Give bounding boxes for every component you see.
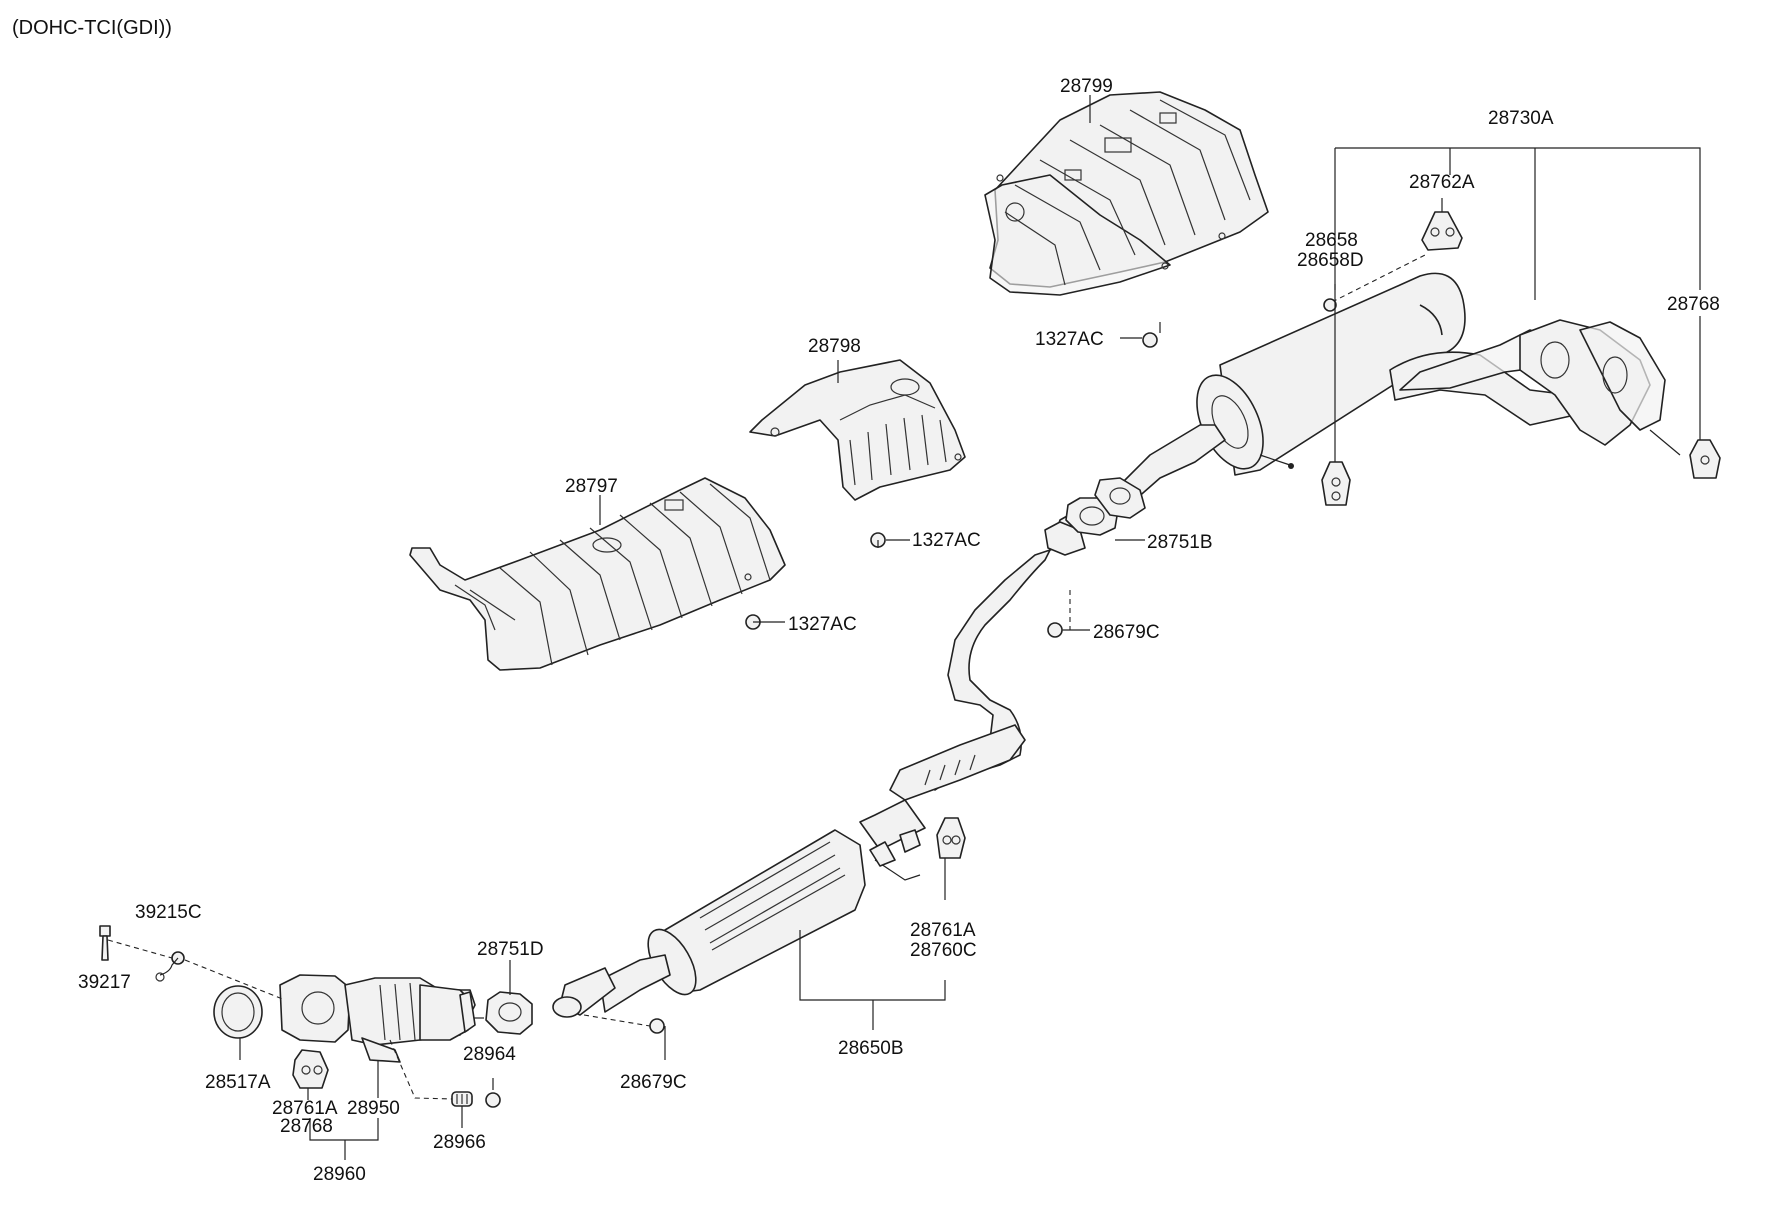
label-28799: 28799 xyxy=(1060,76,1113,97)
label-28751B: 28751B xyxy=(1147,532,1213,553)
center-pipe-28650B xyxy=(552,549,1051,1018)
label-28679C-b: 28679C xyxy=(620,1072,687,1093)
label-28679C-a: 28679C xyxy=(1093,622,1160,643)
flange-ring-28517A xyxy=(213,985,263,1039)
hanger-28762A xyxy=(1421,211,1463,251)
label-28960: 28960 xyxy=(313,1164,366,1185)
label-28761A-left: 28761A xyxy=(272,1098,338,1119)
rear-muffler-28730A xyxy=(1105,272,1681,507)
hanger-28658 xyxy=(1321,461,1351,506)
bolt-39217 xyxy=(99,925,111,961)
bolt-39215C xyxy=(155,951,185,982)
label-28658: 28658 xyxy=(1305,230,1358,251)
hanger-28768-top xyxy=(1689,439,1721,479)
sensor-28966 xyxy=(451,1091,473,1107)
label-28798: 28798 xyxy=(808,336,861,357)
label-28950: 28950 xyxy=(347,1098,400,1119)
nut-28679C-a xyxy=(1047,622,1063,638)
label-28650B: 28650B xyxy=(838,1038,904,1059)
nut-28679C-b xyxy=(649,1018,665,1034)
nut-1327AC-a xyxy=(1142,332,1158,348)
hanger-28761A-right xyxy=(936,817,966,859)
gasket-28751B-second xyxy=(1094,477,1146,519)
hanger-bolt-28658D xyxy=(1323,298,1337,312)
label-28762A: 28762A xyxy=(1409,172,1475,193)
nut-28964 xyxy=(485,1092,501,1108)
label-1327AC-a: 1327AC xyxy=(1035,329,1104,350)
label-28966: 28966 xyxy=(433,1132,486,1153)
label-28517A: 28517A xyxy=(205,1072,271,1093)
label-1327AC-b: 1327AC xyxy=(912,530,981,551)
heat-protector-28798 xyxy=(749,359,966,501)
label-28964: 28964 xyxy=(463,1044,516,1065)
catalytic-converter-28950 xyxy=(279,974,484,1063)
label-39217: 39217 xyxy=(78,972,131,993)
label-28730A: 28730A xyxy=(1488,108,1554,129)
label-28768-bottom: 28768 xyxy=(280,1116,333,1137)
label-28768-top: 28768 xyxy=(1667,294,1720,315)
gasket-28751D xyxy=(485,991,533,1035)
label-28658D: 28658D xyxy=(1297,250,1364,271)
heat-protector-28797 xyxy=(409,477,786,671)
engine-variant-label: (DOHC-TCI(GDI)) xyxy=(12,17,172,39)
heat-protector-28799 xyxy=(984,91,1269,296)
label-28760C: 28760C xyxy=(910,940,977,961)
label-28761A-right: 28761A xyxy=(910,920,976,941)
hanger-28761A-left xyxy=(292,1049,329,1089)
label-28751D: 28751D xyxy=(477,939,544,960)
label-39215C: 39215C xyxy=(135,902,202,923)
label-28797: 28797 xyxy=(565,476,618,497)
label-1327AC-c: 1327AC xyxy=(788,614,857,635)
